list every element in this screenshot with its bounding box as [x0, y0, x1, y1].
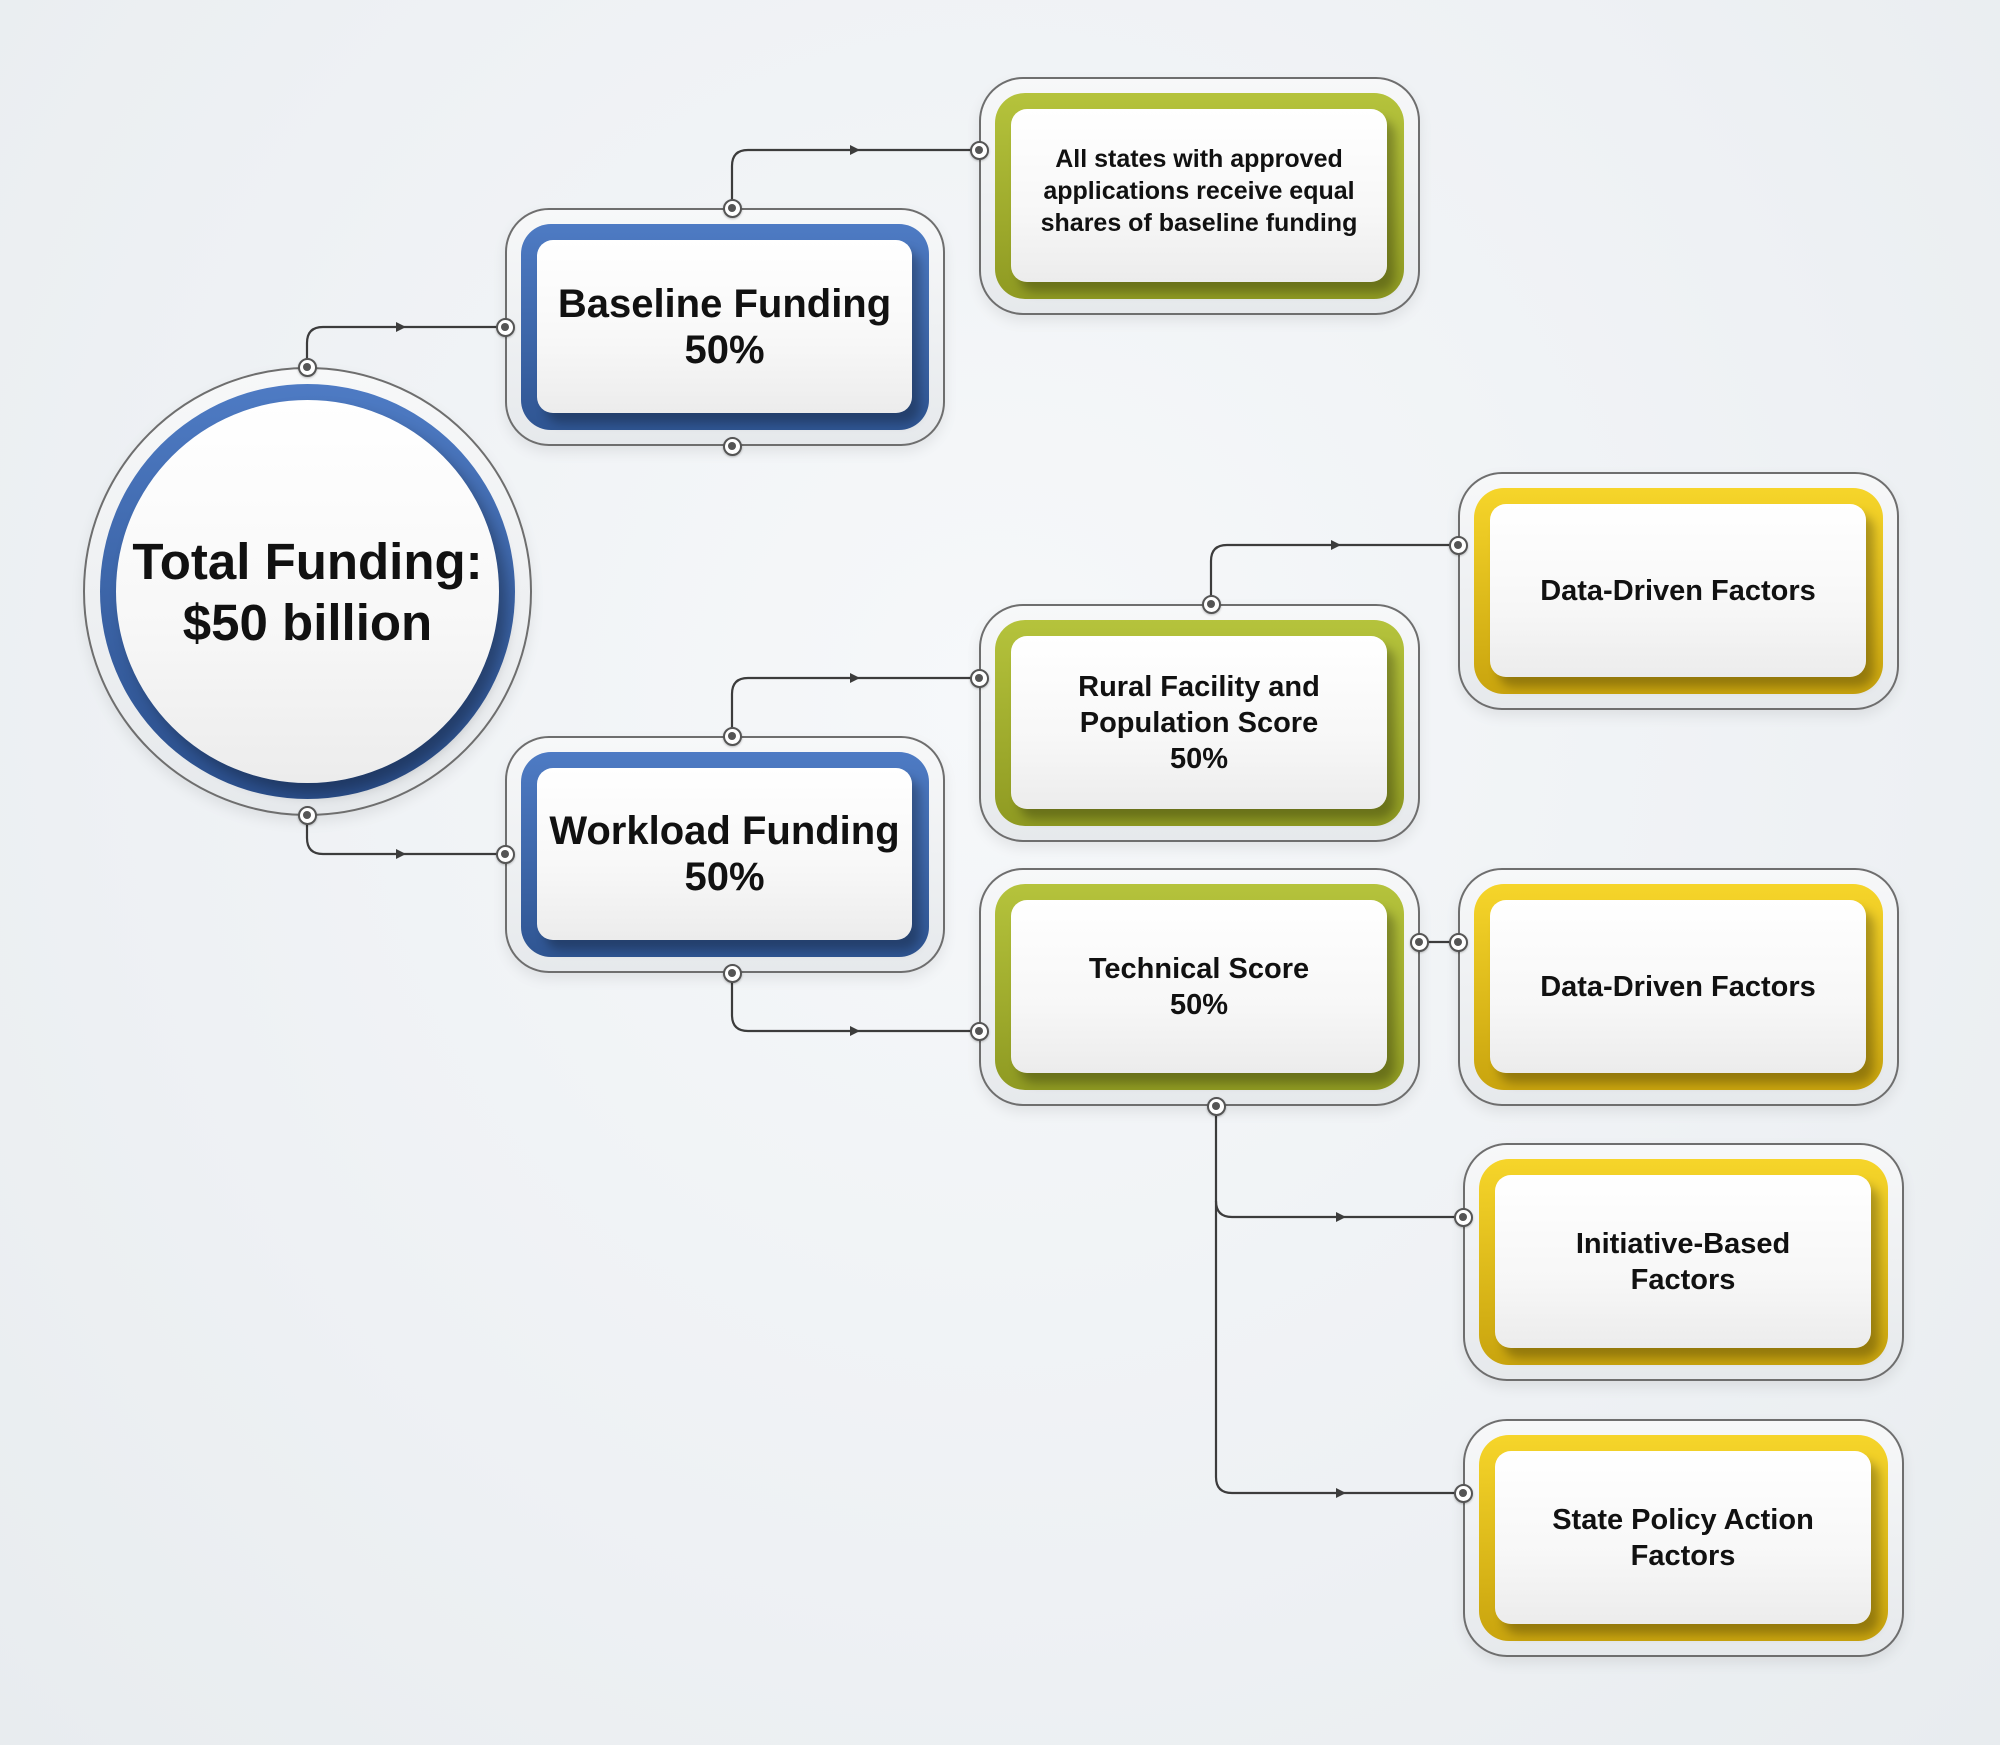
rural-data-driven-factors-label: Data-Driven Factors — [1540, 574, 1816, 607]
baseline-funding-card: Baseline Funding 50% — [537, 240, 912, 413]
initiative-based-factors-line1: Initiative-Based — [1575, 1227, 1791, 1260]
technical-data-driven-factors-node: Data-Driven Factors — [1458, 868, 1899, 1106]
port-total-top — [297, 357, 317, 377]
port-workload-left — [495, 844, 515, 864]
workload-funding-line1: Workload Funding — [549, 809, 900, 853]
rural-score-line1: Rural Facility and — [1078, 670, 1320, 703]
port-state-policy-left — [1453, 1483, 1473, 1503]
link-baseline-detail — [730, 148, 979, 208]
technical-score-line2: 50% — [1169, 988, 1229, 1021]
link-workload-technical — [730, 973, 979, 1033]
baseline-detail-line2: applications receive equal — [1043, 177, 1355, 205]
arrow-technical-state-policy — [1336, 1488, 1346, 1498]
port-technical-bottom — [1206, 1096, 1226, 1116]
rural-data-driven-factors-node: Data-Driven Factors — [1458, 472, 1899, 710]
state-policy-action-factors-card: State Policy Action Factors — [1495, 1451, 1871, 1624]
technical-score-node: Technical Score 50% — [979, 868, 1420, 1106]
technical-score-text: Technical Score 50% — [1089, 951, 1309, 1023]
workload-funding-node: Workload Funding 50% — [505, 736, 945, 973]
workload-funding-line2: 50% — [684, 855, 765, 899]
link-rural-factors — [1209, 543, 1458, 604]
technical-score-card: Technical Score 50% — [1011, 900, 1387, 1073]
state-policy-action-factors-text: State Policy Action Factors — [1552, 1502, 1814, 1574]
port-technical-factors-left — [1448, 932, 1468, 952]
port-rural-factors-left — [1448, 535, 1468, 555]
total-funding-disc: Total Funding: $50 billion — [116, 400, 499, 783]
port-baseline-left — [495, 317, 515, 337]
rural-score-line3: 50% — [1169, 742, 1229, 775]
initiative-based-factors-line2: Factors — [1630, 1263, 1736, 1296]
baseline-funding-line1: Baseline Funding — [557, 281, 892, 326]
link-total-workload — [305, 815, 505, 856]
rural-score-text: Rural Facility and Population Score 50% — [1078, 669, 1320, 777]
arrow-total-baseline — [396, 322, 406, 332]
total-funding-line1: Total Funding: — [132, 532, 483, 590]
baseline-funding-node: Baseline Funding 50% — [505, 208, 945, 446]
total-funding-node: Total Funding: $50 billion — [83, 367, 532, 816]
baseline-detail-line3: shares of baseline funding — [1040, 209, 1358, 237]
initiative-based-factors-text: Initiative-Based Factors — [1576, 1226, 1790, 1298]
link-technical-state-policy — [1214, 1201, 1463, 1495]
port-total-bottom — [297, 805, 317, 825]
link-workload-rural — [730, 676, 979, 736]
technical-score-line1: Technical Score — [1088, 952, 1310, 985]
workload-funding-card: Workload Funding 50% — [537, 768, 912, 940]
baseline-detail-card: All states with approved applications re… — [1011, 109, 1387, 282]
state-policy-action-factors-line1: State Policy Action — [1552, 1503, 1814, 1536]
workload-funding-text: Workload Funding 50% — [549, 808, 899, 900]
arrow-rural-factors — [1331, 540, 1341, 550]
arrow-baseline-detail — [850, 145, 860, 155]
port-detail-left — [969, 140, 989, 160]
port-initiative-left — [1453, 1207, 1473, 1227]
port-workload-top — [722, 726, 742, 746]
total-funding-line2: $50 billion — [182, 593, 433, 651]
initiative-based-factors-card: Initiative-Based Factors — [1495, 1175, 1871, 1348]
technical-data-driven-factors-label: Data-Driven Factors — [1540, 970, 1816, 1003]
arrow-technical-initiative — [1336, 1212, 1346, 1222]
port-technical-right — [1409, 932, 1429, 952]
technical-data-driven-factors-card: Data-Driven Factors — [1490, 900, 1866, 1073]
baseline-funding-line2: 50% — [684, 327, 765, 372]
arrow-total-workload — [396, 849, 406, 859]
rural-score-node: Rural Facility and Population Score 50% — [979, 604, 1420, 842]
link-total-baseline — [305, 325, 505, 367]
arrow-workload-technical — [850, 1026, 860, 1036]
initiative-based-factors-node: Initiative-Based Factors — [1463, 1143, 1904, 1381]
state-policy-action-factors-node: State Policy Action Factors — [1463, 1419, 1904, 1657]
link-technical-initiative — [1214, 1106, 1463, 1219]
port-baseline-bottom — [722, 436, 742, 456]
baseline-funding-text: Baseline Funding 50% — [558, 281, 891, 373]
port-rural-left — [969, 668, 989, 688]
port-technical-left — [969, 1021, 989, 1041]
port-workload-bottom — [722, 963, 742, 983]
port-rural-top — [1201, 594, 1221, 614]
arrow-workload-rural — [850, 673, 860, 683]
state-policy-action-factors-line2: Factors — [1630, 1539, 1736, 1572]
total-funding-text: Total Funding: $50 billion — [132, 531, 482, 653]
rural-score-line2: Population Score — [1079, 706, 1319, 739]
rural-score-card: Rural Facility and Population Score 50% — [1011, 636, 1387, 809]
baseline-detail-text: All states with approved applications re… — [1041, 143, 1358, 239]
port-baseline-top — [722, 198, 742, 218]
baseline-detail-node: All states with approved applications re… — [979, 77, 1420, 315]
baseline-detail-line1: All states with approved — [1055, 145, 1343, 173]
rural-data-driven-factors-card: Data-Driven Factors — [1490, 504, 1866, 677]
